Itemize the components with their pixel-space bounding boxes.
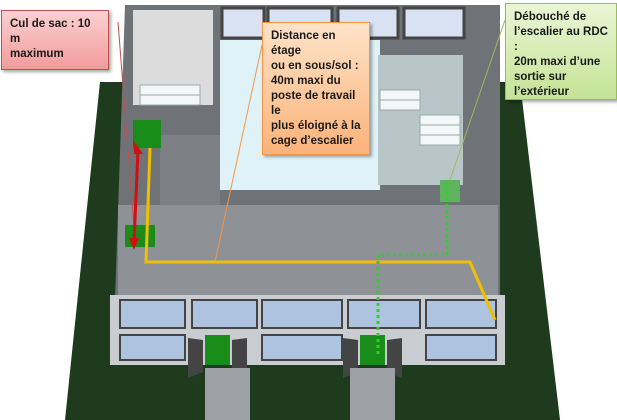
leader-line-green xyxy=(449,19,506,181)
callout-text: Débouché de xyxy=(514,11,587,23)
callout-text: Distance en étage xyxy=(271,30,336,57)
callout-text: poste de travail le xyxy=(271,90,356,117)
callout-text: plus éloigné à la xyxy=(271,120,361,132)
floor-path-40m xyxy=(144,147,497,321)
arrowhead xyxy=(129,238,139,250)
stairs xyxy=(139,84,461,146)
door-left xyxy=(205,335,230,365)
door-right xyxy=(360,335,385,365)
stair-landing xyxy=(440,180,460,202)
dead-end-arrow xyxy=(132,149,140,244)
callout-text: Cul de sac : 10 m xyxy=(10,18,91,45)
callout-text: maximum xyxy=(10,48,64,60)
green-zone-bottom xyxy=(125,225,155,247)
steps-right xyxy=(350,368,395,420)
callout-text: sortie sur xyxy=(514,71,567,83)
callout-floor-distance: Distance en étage ou en sous/sol : 40m m… xyxy=(262,22,370,155)
exit-path-20m xyxy=(376,180,449,355)
green-zone-top xyxy=(133,120,161,148)
callout-dead-end: Cul de sac : 10 m maximum xyxy=(1,10,109,70)
callout-text: l’extérieur xyxy=(514,86,569,98)
callout-text: 20m maxi d’une xyxy=(514,56,601,68)
door-leaf xyxy=(188,338,203,378)
callout-text: 40m maxi du xyxy=(271,75,341,87)
callout-ground-exit: Débouché de l’escalier au RDC : 20m maxi… xyxy=(505,3,617,100)
callout-text: ou en sous/sol : xyxy=(271,60,359,72)
arrowhead xyxy=(133,140,143,154)
leader-line-red xyxy=(117,21,136,241)
callout-text: l’escalier au RDC : xyxy=(514,26,608,53)
corridor xyxy=(118,205,498,295)
leader-line-orange xyxy=(214,44,263,263)
steps-left xyxy=(205,368,250,420)
callout-text: cage d’escalier xyxy=(271,135,354,147)
front-windows xyxy=(119,299,497,361)
inner-wall xyxy=(160,135,220,205)
